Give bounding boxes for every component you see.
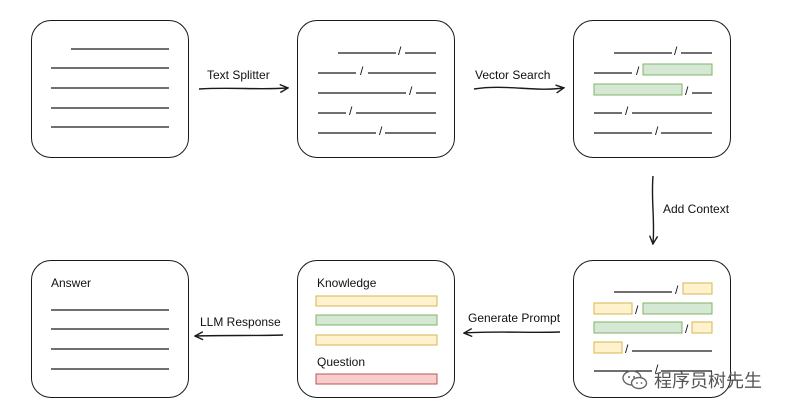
arrow-text-splitter bbox=[198, 88, 287, 89]
separator: / bbox=[655, 124, 659, 138]
arrow-add-context bbox=[652, 175, 653, 243]
edge-label-generate-prompt: Generate Prompt bbox=[468, 311, 561, 325]
context-yellow-block bbox=[691, 321, 713, 334]
answer-label: Answer bbox=[51, 276, 92, 290]
edge-label-vector-search: Vector Search bbox=[475, 68, 551, 82]
separator: / bbox=[675, 283, 679, 297]
wechat-icon bbox=[622, 370, 648, 390]
context-yellow-block bbox=[593, 341, 623, 354]
arrow-vector-search bbox=[473, 87, 563, 89]
document-lines bbox=[51, 48, 169, 128]
separator: / bbox=[409, 84, 413, 98]
context-yellow-block bbox=[682, 282, 713, 295]
edge-label-add-context: Add Context bbox=[663, 202, 730, 216]
question-label: Question bbox=[317, 355, 366, 369]
context-lines bbox=[594, 291, 712, 372]
watermark-text: 程序员树先生 bbox=[654, 371, 762, 391]
separator: / bbox=[398, 44, 402, 58]
knowledge-label: Knowledge bbox=[317, 276, 377, 290]
context-yellow-block bbox=[593, 302, 633, 315]
separator: / bbox=[360, 64, 364, 78]
separator: / bbox=[625, 342, 629, 356]
chunks-box bbox=[297, 20, 455, 158]
search-lines bbox=[594, 52, 712, 134]
separator: / bbox=[349, 104, 353, 118]
answer-lines bbox=[51, 309, 169, 370]
separator: / bbox=[655, 362, 659, 376]
context-green-block bbox=[593, 321, 683, 334]
separator: / bbox=[635, 303, 639, 317]
chunk-lines bbox=[318, 52, 436, 134]
separator: / bbox=[674, 44, 678, 58]
knowledge-block bbox=[315, 334, 438, 346]
edge-label-llm-response: LLM Response bbox=[200, 315, 281, 329]
separator: / bbox=[685, 322, 689, 336]
document-box bbox=[31, 20, 189, 158]
search-hit-block bbox=[642, 63, 713, 76]
search-hit-block bbox=[593, 83, 683, 96]
arrow-llm-response bbox=[196, 335, 284, 336]
knowledge-block bbox=[315, 295, 438, 307]
knowledge-block bbox=[315, 314, 438, 326]
edge-label-text-splitter: Text Splitter bbox=[207, 68, 270, 82]
separator: / bbox=[625, 104, 629, 118]
separator: / bbox=[636, 64, 640, 78]
watermark: 程序员树先生 bbox=[622, 367, 762, 393]
separator: / bbox=[379, 124, 383, 138]
context-green-block bbox=[642, 302, 713, 315]
arrow-generate-prompt bbox=[465, 332, 561, 333]
separator: / bbox=[685, 84, 689, 98]
question-block bbox=[315, 373, 438, 385]
